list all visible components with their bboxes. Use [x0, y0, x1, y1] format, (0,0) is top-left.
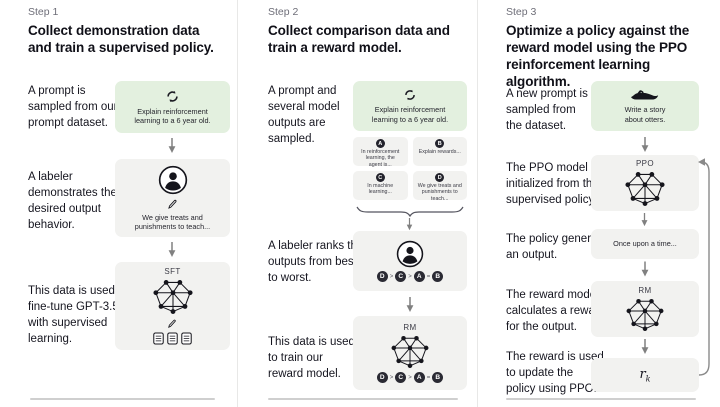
output-a-box: A In reinforcement learning, the agent i… [353, 137, 408, 168]
cropped-edge-line [268, 398, 458, 400]
output-d-box: D We give treats and punishments to teac… [412, 171, 467, 202]
sft-label: SFT [164, 267, 181, 276]
output-a-badge: A [375, 139, 385, 148]
output-b-box: B Explain rewards... [412, 137, 467, 166]
rm-label: RM [638, 286, 652, 295]
document-icon [181, 332, 192, 345]
neural-network-icon [152, 279, 194, 315]
column-divider [477, 0, 478, 407]
pen-icon [167, 318, 178, 329]
output-d-badge: D [435, 173, 445, 182]
output-c-badge: C [375, 173, 385, 182]
step3-reward-model-box: RM [591, 281, 699, 337]
step1-prompt-box: Explain reinforcement learning to a 6 ye… [115, 81, 230, 133]
policy-output-box: Once upon a time... [591, 229, 699, 259]
reward-subscript: k [645, 374, 651, 384]
step1-title: Collect demonstration data and train a s… [28, 23, 214, 56]
policy-output-text: Once upon a time... [613, 239, 677, 249]
step2-row3-text: This data is used to train our reward mo… [268, 336, 355, 380]
ppo-label: PPO [635, 159, 655, 168]
pen-icon [167, 198, 179, 210]
rm-label: RM [403, 323, 417, 332]
rank-separator: > [389, 374, 394, 381]
documents-row [153, 332, 192, 345]
output-b-badge: B [435, 139, 445, 148]
reward-model-box: RM D > C > A = B [353, 316, 467, 390]
ppo-model-box: PPO [591, 155, 699, 211]
output-d-text: We give treats and punishments to teach.… [417, 183, 462, 202]
labeler-person-icon [158, 165, 188, 195]
step3-prompt-box: Write a story about otters. [591, 81, 699, 131]
reward-value-box: rk [591, 358, 699, 392]
step2-prompt-text: Explain reinforcement learning to a 6 ye… [371, 105, 449, 124]
rank-item: C [395, 271, 407, 282]
step1-row2-text: A labeler demonstrates the desired outpu… [28, 171, 117, 231]
document-icon [153, 332, 164, 345]
rank-item: D [376, 271, 388, 282]
rank-separator: > [408, 374, 412, 381]
output-a-text: In reinforcement learning, the agent is.… [361, 149, 400, 168]
output-c-box: C In machine learning... [353, 171, 408, 200]
down-arrow-icon [405, 297, 415, 313]
curly-brace [356, 206, 464, 217]
document-icon [167, 332, 178, 345]
rank-separator: > [408, 273, 412, 280]
column-divider [237, 0, 238, 407]
reward-symbol: r [639, 366, 646, 382]
down-arrow-icon [167, 242, 177, 258]
rank-item: C [395, 372, 407, 383]
down-arrow-icon [167, 138, 177, 154]
step3-title: Optimize a policy against the reward mod… [506, 23, 690, 90]
step3-label: Step 3 [506, 6, 537, 18]
step3-prompt-text: Write a story about otters. [624, 105, 666, 124]
ranking-row: D > C > A = B [376, 372, 444, 383]
step1-labeler-box: We give treats and punishments to teach.… [115, 159, 230, 237]
neural-network-icon [390, 335, 430, 369]
otter-icon [630, 88, 660, 102]
step2-prompt-box: Explain reinforcement learning to a 6 ye… [353, 81, 467, 131]
step2-row2-text: A labeler ranks the outputs from best to… [268, 240, 363, 284]
step1-row3-text: This data is used to fine-tune GPT-3.5 w… [28, 285, 128, 345]
step1-label: Step 1 [28, 6, 59, 18]
rank-separator: = [426, 374, 431, 381]
step2-labeler-box: D > C > A = B [353, 231, 467, 291]
rank-item: A [413, 271, 425, 282]
sampling-cycle-icon [165, 89, 180, 104]
output-c-text: In machine learning... [367, 183, 394, 196]
sft-model-box: SFT [115, 262, 230, 350]
reward-value: rk [639, 367, 650, 384]
rank-item: B [432, 372, 444, 383]
rank-item: B [432, 271, 444, 282]
step1-demo-text: We give treats and punishments to teach.… [134, 212, 211, 231]
rank-item: D [376, 372, 388, 383]
rank-separator: > [389, 273, 394, 280]
rank-item: A [413, 372, 425, 383]
sampling-cycle-icon [403, 88, 417, 102]
cropped-edge-line [506, 398, 696, 400]
step2-title: Collect comparison data and train a rewa… [268, 23, 450, 56]
ranking-row: D > C > A = B [376, 271, 444, 282]
labeler-person-icon [396, 240, 424, 268]
step3-row2-text: The PPO model is initialized from the su… [506, 162, 599, 206]
output-b-text: Explain rewards... [418, 149, 461, 155]
cropped-edge-line [30, 398, 215, 400]
down-arrow-icon [405, 218, 414, 231]
step1-prompt-text: Explain reinforcement learning to a 6 ye… [134, 106, 211, 125]
rank-separator: = [426, 273, 431, 280]
step2-row1-text: A prompt and several model outputs are s… [268, 85, 340, 145]
step3-row1-text: A new prompt is sampled from the dataset… [506, 88, 588, 132]
feedback-loop-arrow [698, 158, 710, 376]
step1-row1-text: A prompt is sampled from our prompt data… [28, 85, 118, 129]
step2-label: Step 2 [268, 6, 299, 18]
model-outputs-grid: A In reinforcement learning, the agent i… [353, 137, 467, 202]
